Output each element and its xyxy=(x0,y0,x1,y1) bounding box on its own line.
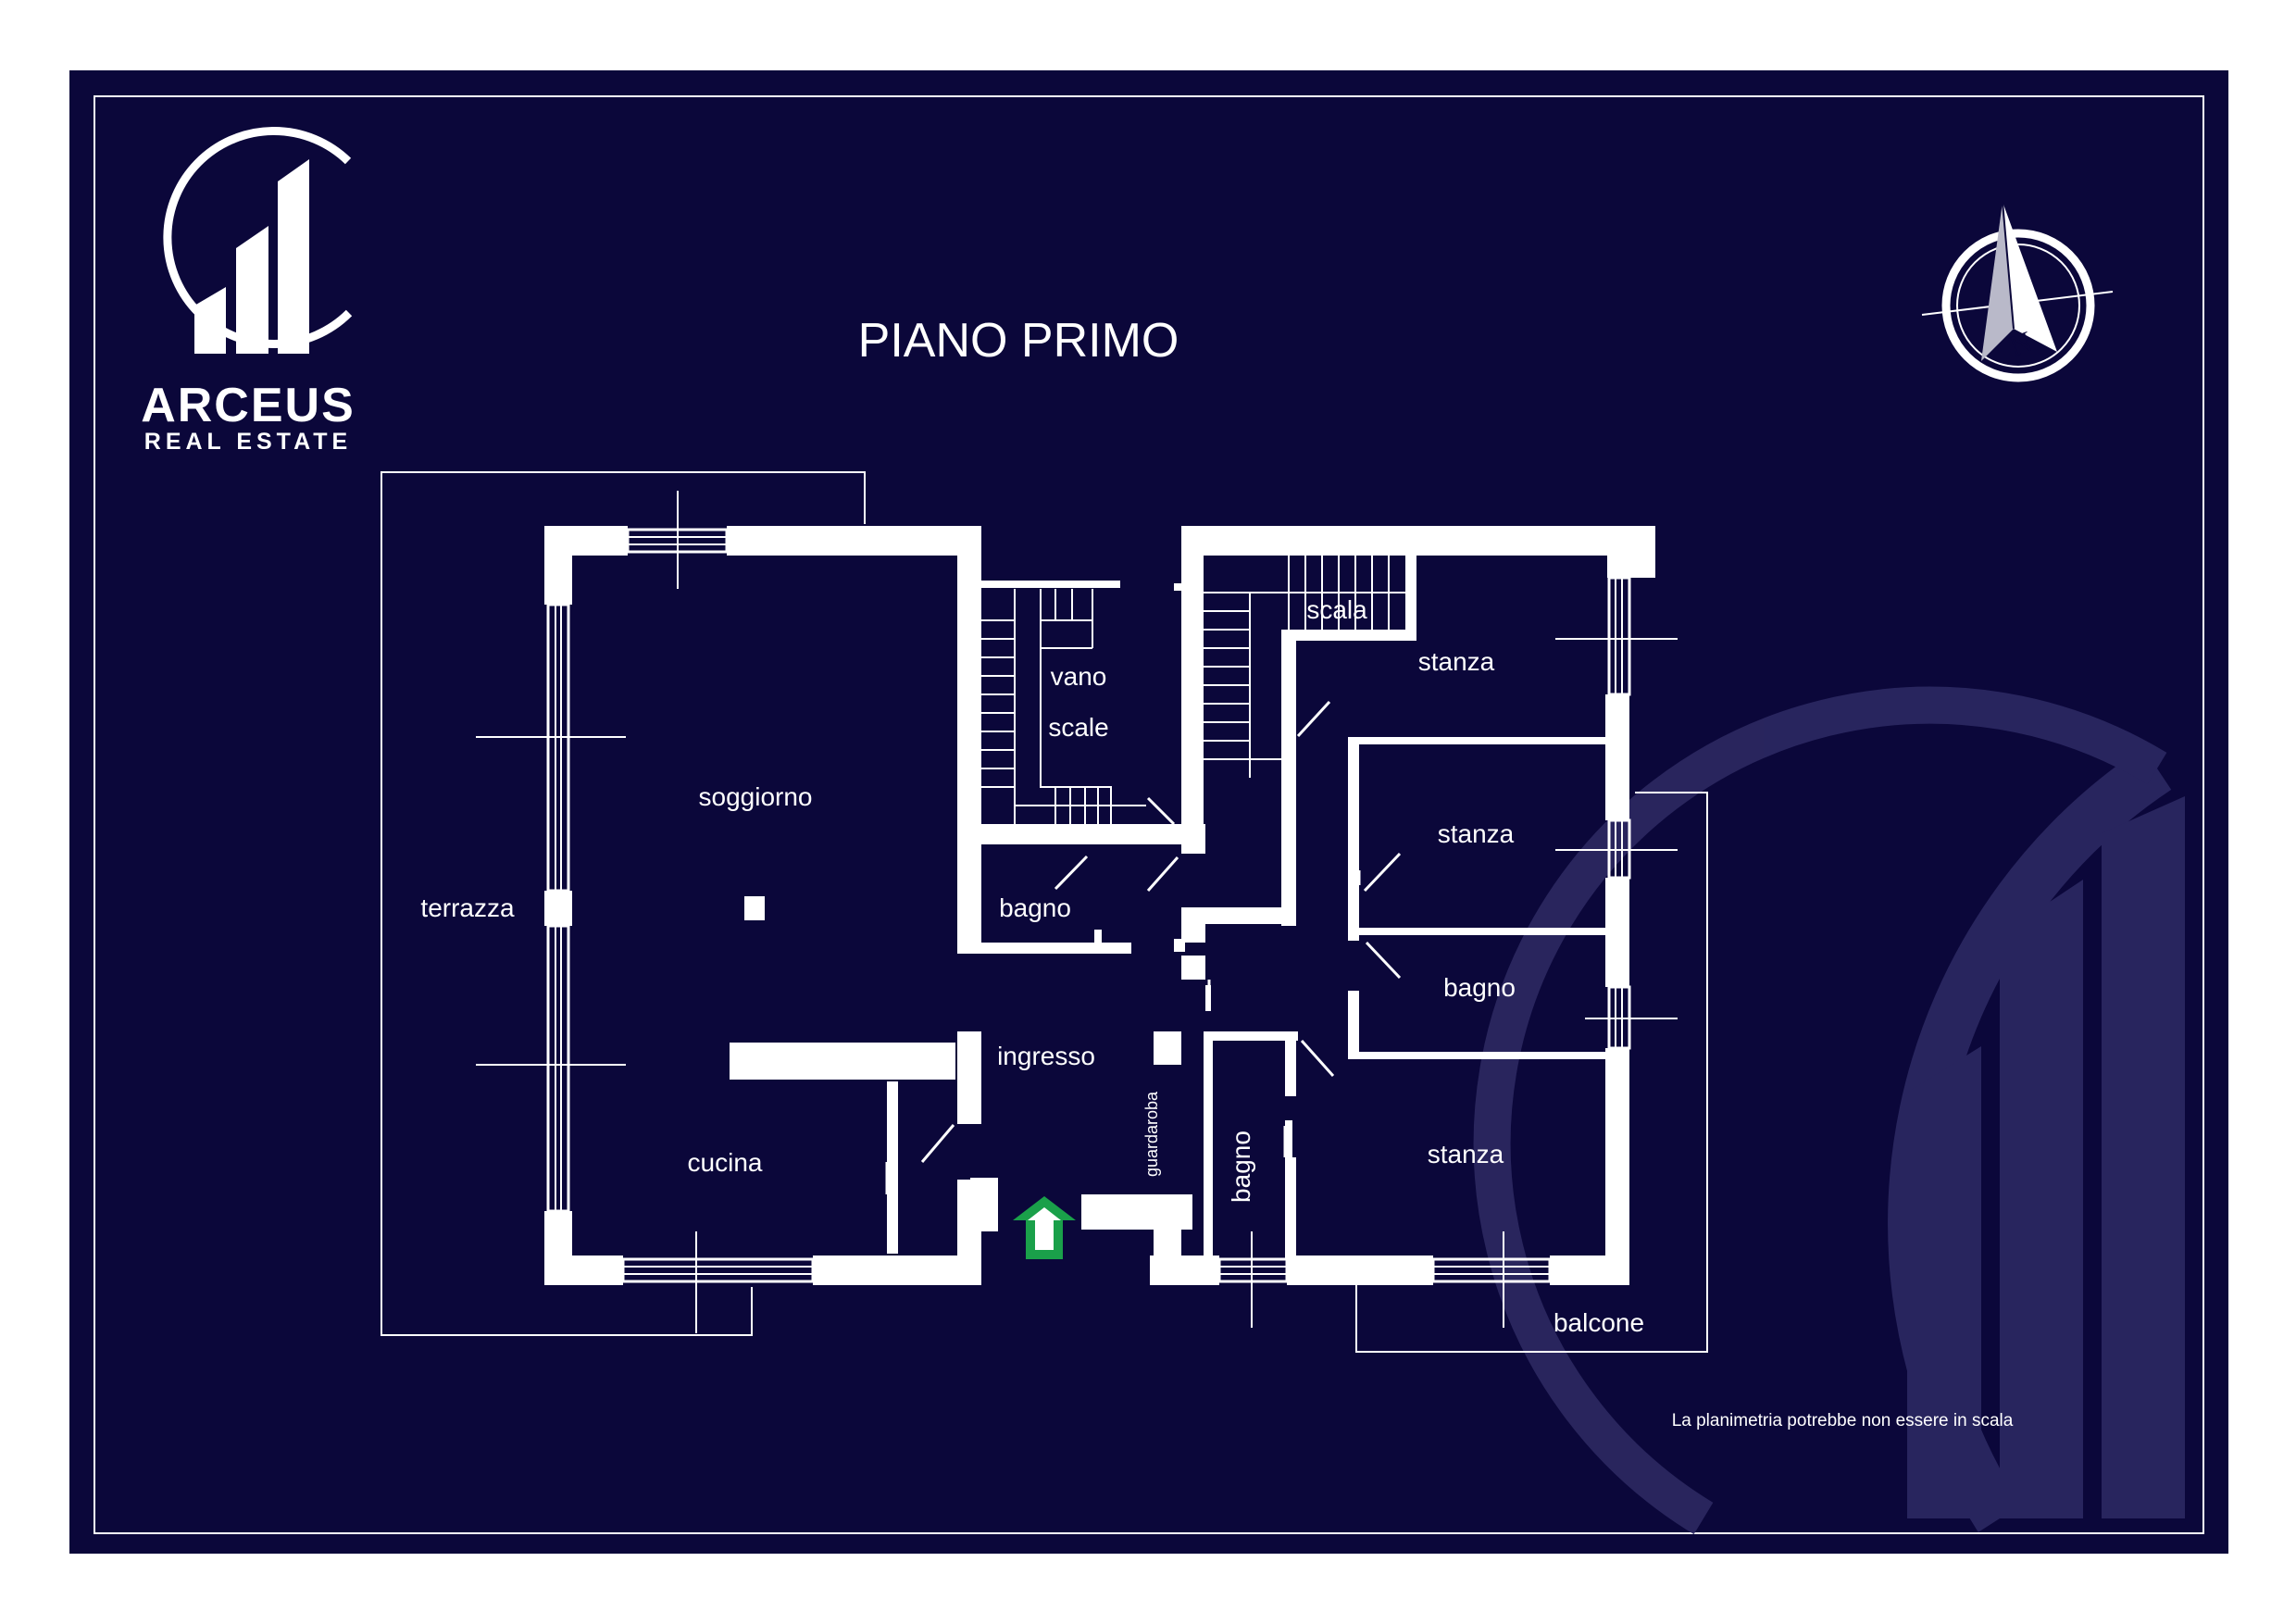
outdoor-outlines xyxy=(381,471,1708,1353)
room-label-terrazza: terrazza xyxy=(420,893,515,922)
plan-title: PIANO PRIMO xyxy=(858,314,1179,368)
compass-icon xyxy=(1921,201,2114,382)
room-label-scala: scala xyxy=(1306,595,1367,624)
scale-disclaimer: La planimetria potrebbe non essere in sc… xyxy=(1672,1411,2014,1430)
watermark-logo xyxy=(1473,686,2185,1535)
brand-name: ARCEUS xyxy=(141,379,356,432)
room-label-guardaroba: guardaroba xyxy=(1142,1091,1161,1177)
room-label-stanza-mid: stanza xyxy=(1438,819,1515,848)
room-label-bagno-left: bagno xyxy=(999,893,1071,922)
room-label-stanza-bottom: stanza xyxy=(1428,1140,1504,1168)
entrance-arrow-icon xyxy=(1013,1196,1076,1259)
sheet-border xyxy=(94,95,2204,1534)
brand-logo xyxy=(163,126,353,354)
room-label-vano: vano xyxy=(1051,662,1107,691)
windows xyxy=(476,491,1678,1333)
brand-subtitle: REAL ESTATE xyxy=(144,429,352,455)
room-label-stanza-top: stanza xyxy=(1418,647,1495,676)
stairs-left xyxy=(981,589,1146,824)
doors xyxy=(885,700,1402,1194)
room-label-bagno-right: bagno xyxy=(1443,973,1516,1002)
room-label-soggiorno: soggiorno xyxy=(699,782,813,811)
room-label-scale: scale xyxy=(1048,713,1108,742)
sheet-background xyxy=(69,70,2228,1554)
room-label-balcone: balcone xyxy=(1554,1308,1644,1337)
walls xyxy=(544,526,1655,1285)
room-label-bagno-vertical: bagno xyxy=(1227,1131,1255,1203)
room-label-ingresso: ingresso xyxy=(997,1042,1095,1070)
room-label-cucina: cucina xyxy=(688,1148,763,1177)
stairs-right xyxy=(1204,556,1405,778)
